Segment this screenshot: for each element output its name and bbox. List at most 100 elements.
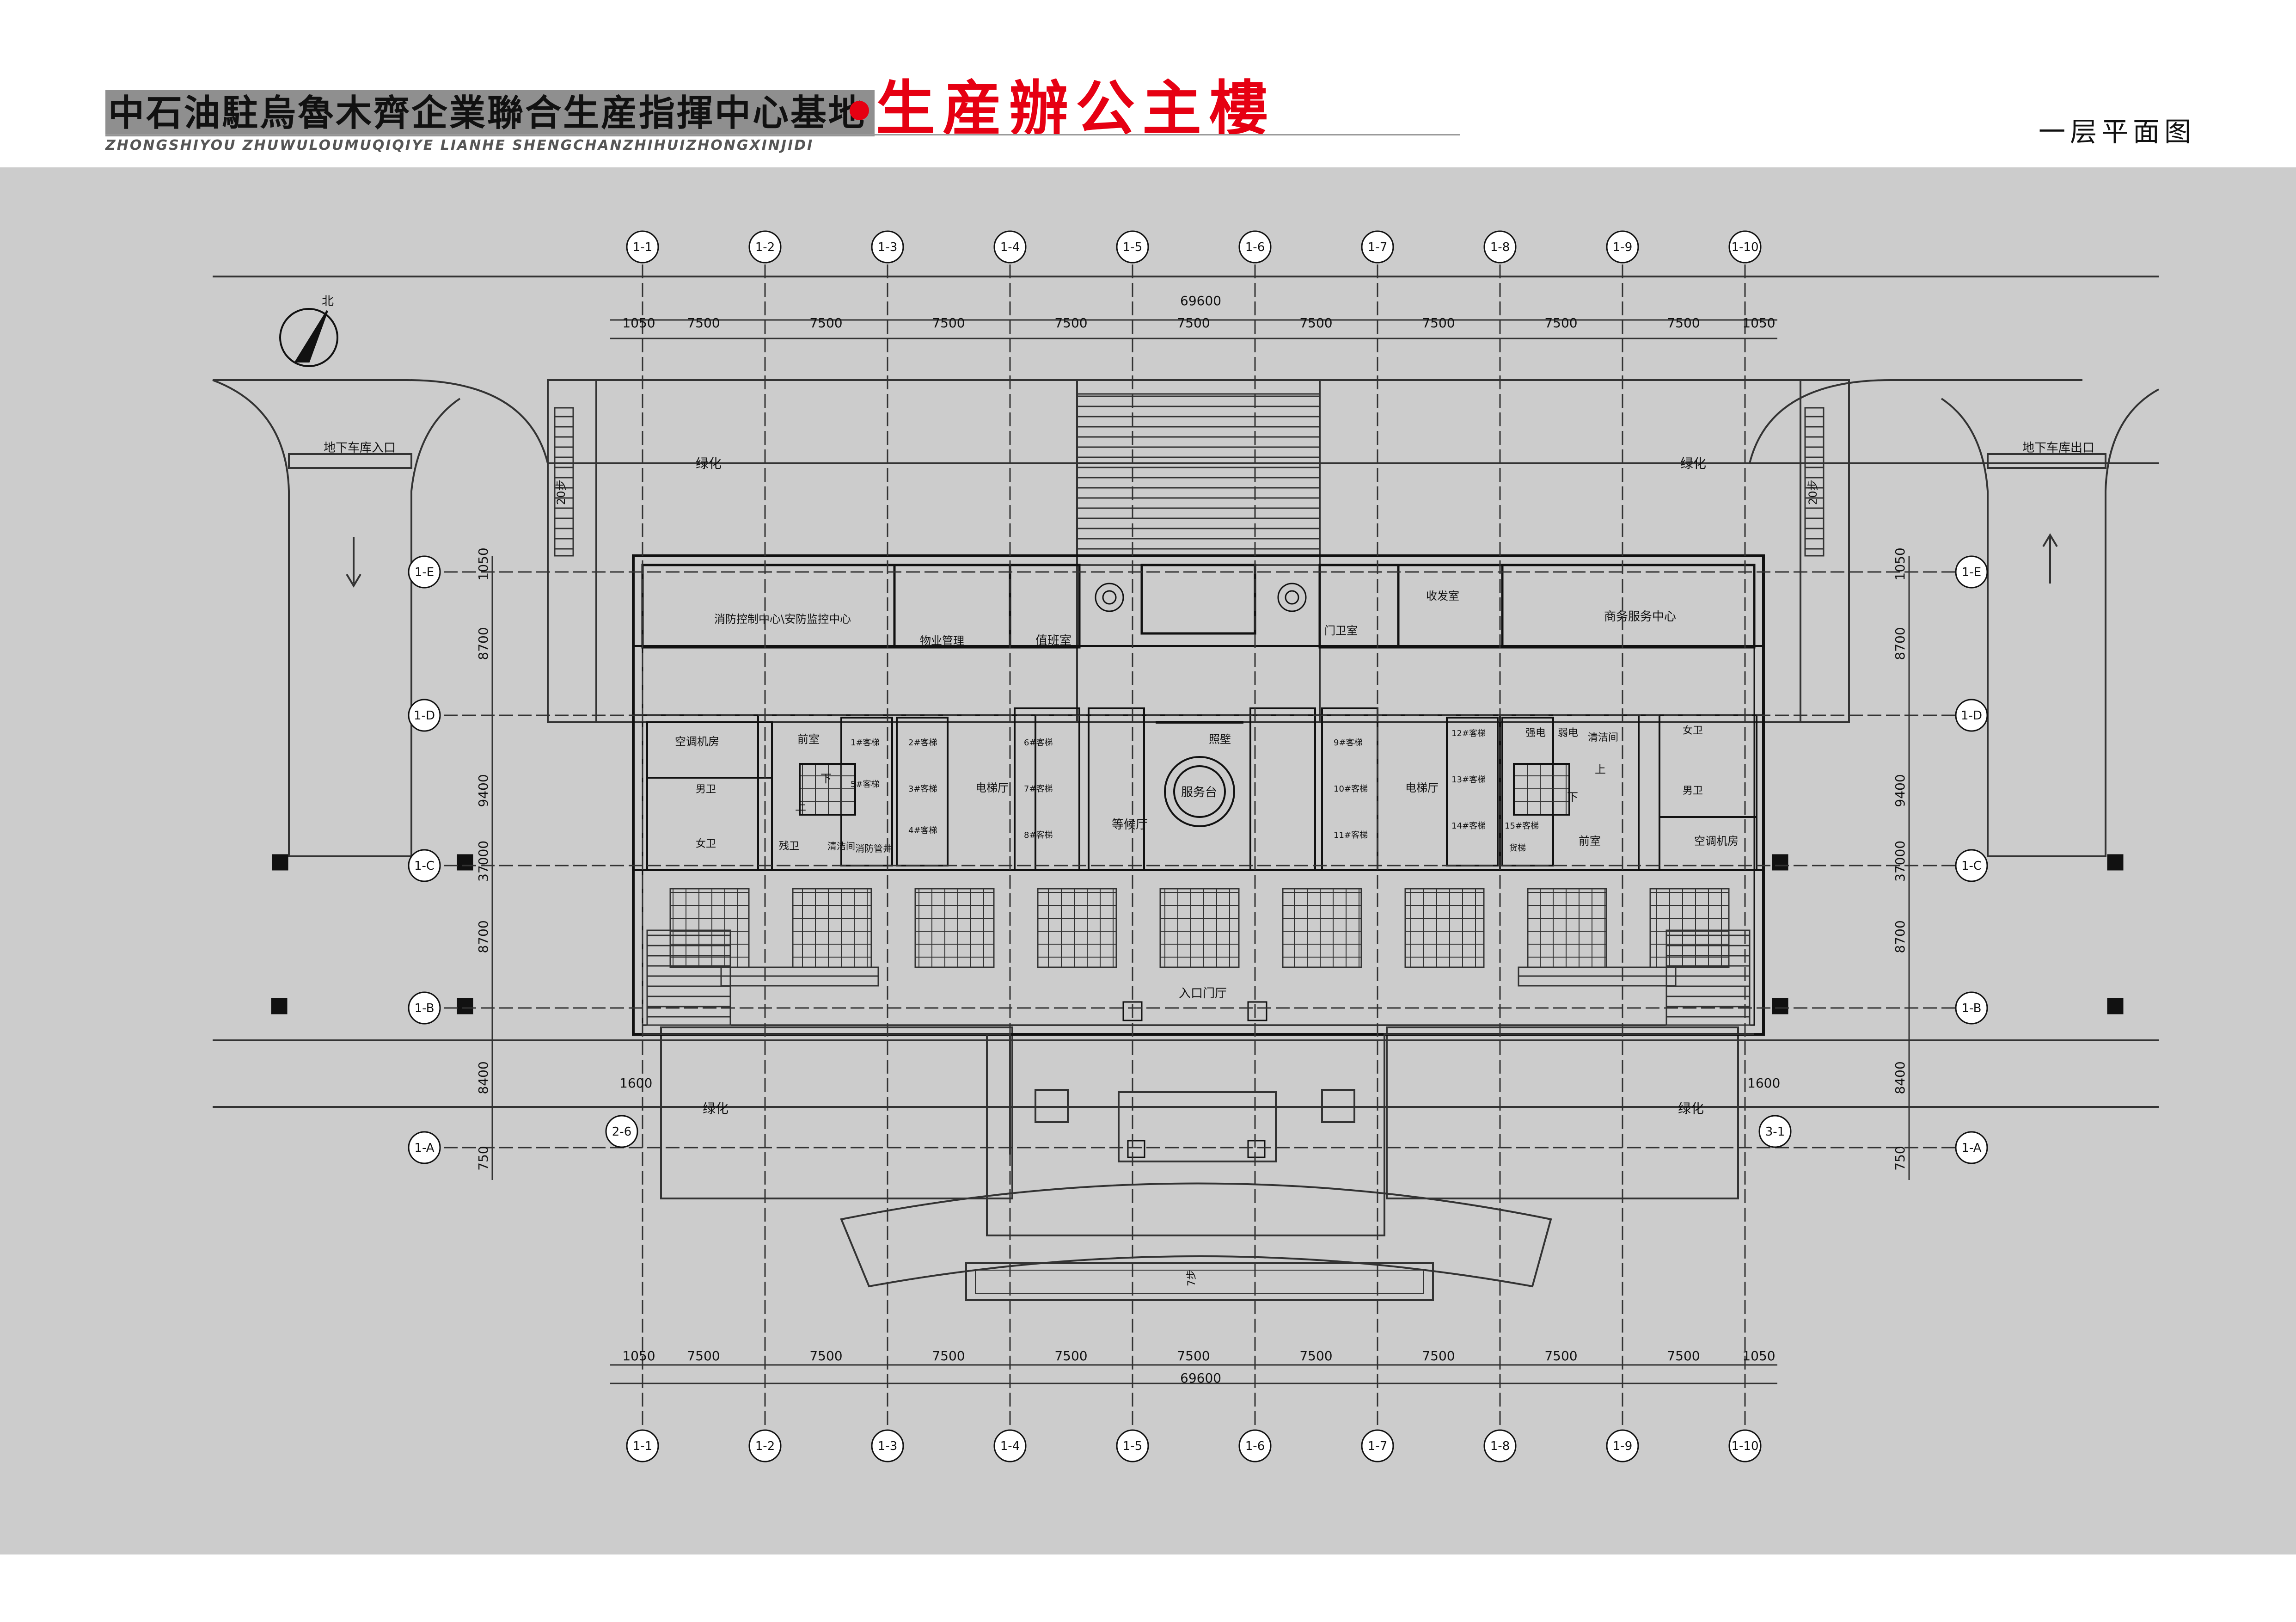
axis-bubble-right-1-D: 1-D	[1955, 699, 1988, 732]
svg-text:1-B: 1-B	[1962, 1001, 1982, 1015]
drawing-area: 地下车库入口 地下车库出口 北 绿化 绿化 绿化 绿化 20步 20步	[0, 167, 2296, 1554]
waiting-hall: 等候厅	[1112, 818, 1148, 832]
axis-bubble-left-1-E: 1-E	[408, 555, 441, 589]
elev-7: 7#客梯	[1024, 784, 1053, 794]
header: 中石油駐烏魯木齊企業聯合生産指揮中心基地 生産辦公主樓 ZHONGSHIYOU …	[0, 0, 2296, 166]
dim-left-1: 8700	[476, 627, 491, 660]
dim-right-4: 8400	[1892, 1061, 1908, 1094]
svg-text:1-8: 1-8	[1490, 1439, 1510, 1453]
dim-bottom-0: 1050	[622, 1348, 655, 1364]
svg-text:1-9: 1-9	[1613, 1439, 1632, 1453]
screen-wall: 照壁	[1209, 733, 1231, 746]
dim-right-0: 1050	[1892, 547, 1908, 580]
axis-bubble-right-1-C: 1-C	[1955, 849, 1988, 882]
dim-top-0: 1050	[622, 315, 655, 331]
stair-up-left: 上	[795, 800, 806, 813]
svg-text:1-6: 1-6	[1245, 240, 1265, 254]
axis-bubble-bottom-1-9: 1-9	[1606, 1429, 1639, 1462]
front-room-right: 前室	[1579, 835, 1601, 848]
dimension-lines	[491, 319, 1910, 1384]
elev-11: 11#客梯	[1334, 830, 1368, 840]
axis-bubble-top-1-3: 1-3	[871, 230, 904, 264]
exterior-stair-left	[547, 379, 597, 723]
ramp-left: 地下车库入口	[212, 379, 461, 857]
svg-text:1-10: 1-10	[1731, 240, 1758, 254]
axis-bubble-bottom-1-8: 1-8	[1483, 1429, 1517, 1462]
axis-bubble-aux-left: 2-6	[605, 1115, 638, 1148]
axis-bubbles: 1-11-11-21-21-31-31-41-41-51-51-61-61-71…	[408, 230, 1988, 1462]
green-label-bl: 绿化	[703, 1101, 729, 1116]
elev-6: 6#客梯	[1024, 738, 1053, 748]
elev-14: 14#客梯	[1451, 821, 1486, 831]
axis-bubble-right-1-E: 1-E	[1955, 555, 1988, 589]
elev-3: 3#客梯	[908, 784, 937, 794]
svg-text:1-5: 1-5	[1123, 1439, 1142, 1453]
green-label-tl: 绿化	[696, 456, 722, 471]
dim-top-3: 7500	[932, 315, 965, 331]
dim-right-3: 8700	[1892, 920, 1908, 953]
stair-down-left: 下	[820, 772, 832, 785]
toilet-m-right: 男卫	[1683, 785, 1703, 797]
ramp-right: 地下车库出口	[1941, 388, 2159, 857]
cleaning-right: 清洁间	[1588, 732, 1618, 743]
svg-text:1-D: 1-D	[1961, 709, 1982, 723]
axis-bubble-bottom-1-10: 1-10	[1728, 1429, 1762, 1462]
building-title: 生産辦公主樓	[876, 74, 1276, 143]
axis-bubble-bottom-1-3: 1-3	[871, 1429, 904, 1462]
exterior-stair-right	[1800, 379, 1850, 723]
project-title: 中石油駐烏魯木齊企業聯合生産指揮中心基地	[105, 90, 875, 136]
elev-15: 15#客梯	[1505, 821, 1539, 831]
dim-bottom-1: 7500	[687, 1348, 720, 1364]
dim-left-3: 8700	[476, 920, 491, 953]
title-underline	[105, 134, 1460, 135]
svg-text:2-6: 2-6	[612, 1125, 631, 1139]
dim-left-2: 9400	[476, 774, 491, 807]
strong-elec: 强电	[1525, 727, 1546, 739]
elevator-hall-left: 电梯厅	[975, 781, 1009, 794]
elev-4: 4#客梯	[908, 826, 937, 836]
axis-grid-lines	[425, 264, 1974, 1448]
dim-bottom-7: 7500	[1422, 1348, 1455, 1364]
dim-1600-left: 1600	[619, 1075, 652, 1091]
svg-text:1-5: 1-5	[1123, 240, 1142, 254]
green-label-tr: 绿化	[1680, 456, 1706, 471]
cleaning-left: 清洁间	[827, 841, 855, 852]
toilet-f-left: 女卫	[696, 838, 716, 850]
svg-text:1-8: 1-8	[1490, 240, 1510, 254]
disabled-wc: 残卫	[779, 841, 799, 852]
axis-bubble-top-1-4: 1-4	[993, 230, 1027, 264]
front-room-left: 前室	[797, 733, 820, 746]
dim-1600-right: 1600	[1747, 1075, 1780, 1091]
axis-bubble-top-1-8: 1-8	[1483, 230, 1517, 264]
svg-text:1-7: 1-7	[1368, 1439, 1387, 1453]
elev-2: 2#客梯	[908, 738, 937, 748]
dim-right-2: 9400	[1892, 774, 1908, 807]
dim-bottom-5: 7500	[1177, 1348, 1210, 1364]
dim-bottom-total: 69600	[1180, 1370, 1221, 1386]
dim-left-0: 1050	[476, 547, 491, 580]
step-label: 7步	[1186, 1270, 1198, 1286]
axis-bubble-left-1-A: 1-A	[408, 1131, 441, 1164]
svg-text:1-3: 1-3	[878, 240, 897, 254]
axis-bubble-bottom-1-2: 1-2	[748, 1429, 782, 1462]
dim-top-2: 7500	[809, 315, 842, 331]
dim-top-4: 7500	[1054, 315, 1087, 331]
west-core	[646, 707, 1145, 871]
east-core	[1249, 707, 1757, 871]
elev-9: 9#客梯	[1334, 738, 1363, 748]
svg-text:1-B: 1-B	[415, 1001, 435, 1015]
room-guard: 门卫室	[1324, 624, 1358, 637]
north-rooms	[641, 564, 1756, 649]
axis-bubble-bottom-1-1: 1-1	[626, 1429, 659, 1462]
dim-top-6: 7500	[1299, 315, 1332, 331]
room-business: 商务服务中心	[1604, 610, 1676, 624]
axis-bubble-left-1-B: 1-B	[408, 991, 441, 1025]
room-property: 物业管理	[920, 634, 964, 647]
svg-text:1-D: 1-D	[414, 709, 435, 723]
dim-bottom-2: 7500	[809, 1348, 842, 1364]
axis-bubble-top-1-10: 1-10	[1728, 230, 1762, 264]
center-hall	[1156, 721, 1243, 827]
elev-10: 10#客梯	[1334, 784, 1368, 794]
axis-bubble-top-1-6: 1-6	[1238, 230, 1272, 264]
